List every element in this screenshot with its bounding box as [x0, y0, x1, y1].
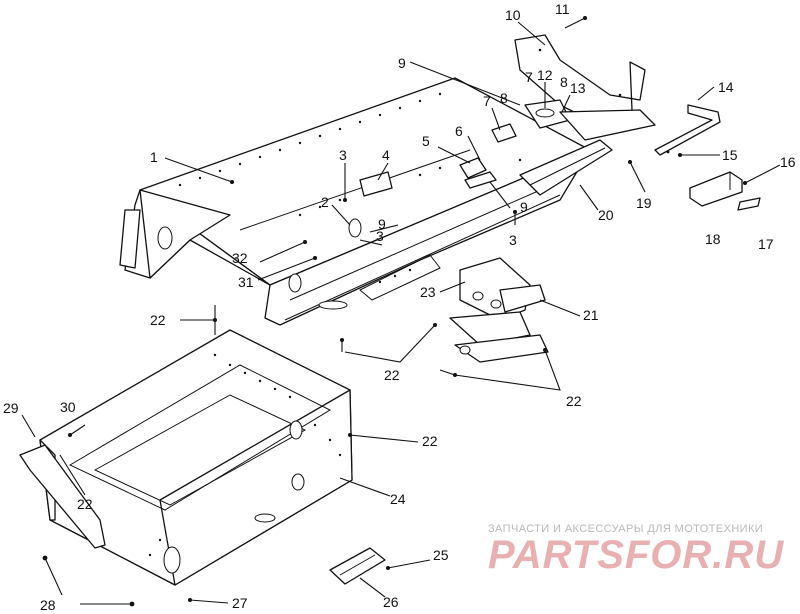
callout-24: 24	[390, 491, 406, 507]
callout-7: 7	[525, 69, 533, 85]
callout-21: 21	[583, 307, 599, 323]
callout-9: 9	[398, 55, 406, 71]
callout-29: 29	[3, 400, 19, 416]
callout-13: 13	[570, 80, 586, 96]
part-14-bar	[654, 104, 721, 156]
callout-12: 12	[537, 67, 553, 83]
callout-8: 8	[500, 90, 508, 106]
rear-bracket-assembly	[514, 34, 656, 196]
callout-6: 6	[455, 123, 463, 139]
callout-14: 14	[718, 79, 734, 95]
callout-3: 3	[339, 147, 347, 163]
callout-30: 30	[60, 399, 76, 415]
callout-2: 2	[321, 194, 329, 210]
leader-lines	[21, 17, 781, 605]
callout-5: 5	[422, 133, 430, 149]
callout-11: 11	[555, 1, 570, 17]
callout-9: 9	[378, 216, 386, 232]
mount-assembly	[449, 257, 549, 363]
callout-28: 28	[40, 597, 56, 613]
callout-labels: 1 2 3 3 3 4 5 6 7 7 8 8 9 9 9 10 11 12 1…	[3, 1, 796, 613]
callout-31: 31	[238, 274, 254, 290]
callout-22: 22	[422, 433, 438, 449]
callout-22: 22	[150, 312, 166, 328]
callout-8: 8	[560, 74, 568, 90]
callout-3: 3	[509, 232, 517, 248]
callout-17: 17	[758, 236, 774, 252]
watermark: ЗАПЧАСТИ И АКСЕССУАРЫ ДЛЯ МОТОТЕХНИКИ PA…	[488, 523, 784, 577]
callout-20: 20	[598, 207, 614, 223]
callout-27: 27	[232, 595, 248, 611]
callout-16: 16	[780, 154, 796, 170]
callout-10: 10	[505, 7, 521, 23]
callout-22: 22	[566, 393, 582, 409]
part-17-strip	[737, 197, 761, 211]
watermark-tagline: ЗАПЧАСТИ И АКСЕССУАРЫ ДЛЯ МОТОТЕХНИКИ	[488, 523, 763, 535]
callout-4: 4	[382, 147, 390, 163]
callout-25: 25	[433, 547, 449, 563]
callout-7: 7	[483, 93, 491, 109]
watermark-brand: PARTSFOR.RU	[488, 533, 784, 577]
part-18-block	[689, 171, 743, 207]
callout-26: 26	[383, 594, 399, 610]
callout-18: 18	[705, 231, 721, 247]
chassis-frame	[19, 329, 353, 586]
callout-15: 15	[722, 147, 738, 163]
callout-9: 9	[520, 199, 528, 215]
callout-32: 32	[232, 250, 248, 266]
callout-22: 22	[77, 496, 93, 512]
part-26-plate	[329, 547, 386, 585]
callout-1: 1	[150, 149, 158, 165]
callout-3: 3	[376, 228, 384, 244]
callout-22: 22	[384, 367, 400, 383]
tunnel-assembly	[119, 77, 591, 326]
callout-19: 19	[636, 195, 652, 211]
callout-23: 23	[420, 284, 436, 300]
fastener-dots	[42, 16, 747, 607]
